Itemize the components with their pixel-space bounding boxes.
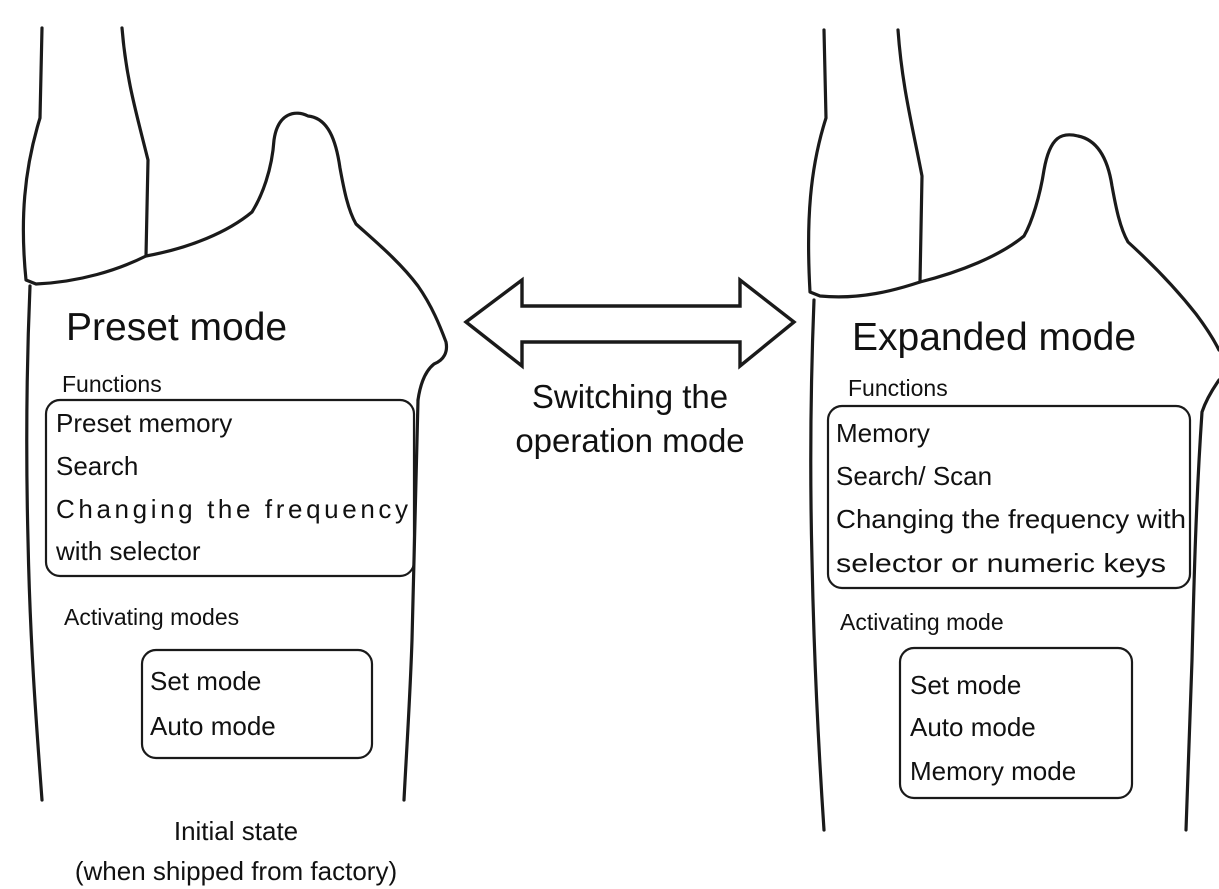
left-functions-label: Functions	[62, 371, 162, 397]
right-body-left-outline	[809, 298, 826, 832]
right-function-item: Changing the frequency with	[836, 504, 1186, 534]
left-function-item: Preset memory	[56, 408, 232, 438]
right-activating-item: Auto mode	[910, 712, 1036, 742]
right-activating-item: Set mode	[910, 670, 1021, 700]
left-activating-item: Auto mode	[150, 711, 276, 741]
right-body-right-outline	[1184, 378, 1219, 832]
right-function-item: Memory	[836, 418, 930, 448]
right-function-item: selector or numeric keys	[836, 548, 1166, 578]
switch-label-line1: Switching the	[532, 378, 728, 415]
left-radio-icon	[21, 26, 449, 802]
right-mode-title: Expanded mode	[852, 316, 1136, 359]
left-knob-outline	[144, 111, 449, 402]
left-function-item: with selector	[55, 536, 201, 566]
left-activating-box	[140, 648, 374, 760]
left-body-right-outline	[402, 398, 420, 802]
right-activating-item: Memory mode	[910, 756, 1076, 786]
right-functions-label: Functions	[848, 375, 948, 401]
left-function-item: Search	[56, 451, 138, 481]
left-activating-label: Activating modes	[64, 604, 239, 630]
left-caption-line2: (when shipped from factory)	[75, 856, 397, 886]
right-antenna-outline	[806, 28, 924, 299]
right-activating-label: Activating mode	[840, 609, 1004, 635]
left-mode-title: Preset mode	[66, 306, 287, 349]
right-function-item: Search/ Scan	[836, 461, 992, 491]
right-radio-icon	[806, 28, 1219, 832]
left-activating-item: Set mode	[150, 666, 261, 696]
right-knob-outline	[918, 133, 1219, 352]
left-antenna-outline	[21, 26, 150, 286]
left-function-item: Changing the frequency	[56, 494, 408, 524]
right-activating-box	[898, 646, 1134, 800]
right-functions-box	[826, 404, 1192, 590]
left-body-left-outline	[25, 284, 44, 802]
switch-label-line2: operation mode	[515, 422, 744, 459]
left-caption-line1: Initial state	[174, 816, 298, 846]
switch-double-arrow-icon	[463, 276, 797, 370]
left-functions-box	[44, 398, 416, 578]
